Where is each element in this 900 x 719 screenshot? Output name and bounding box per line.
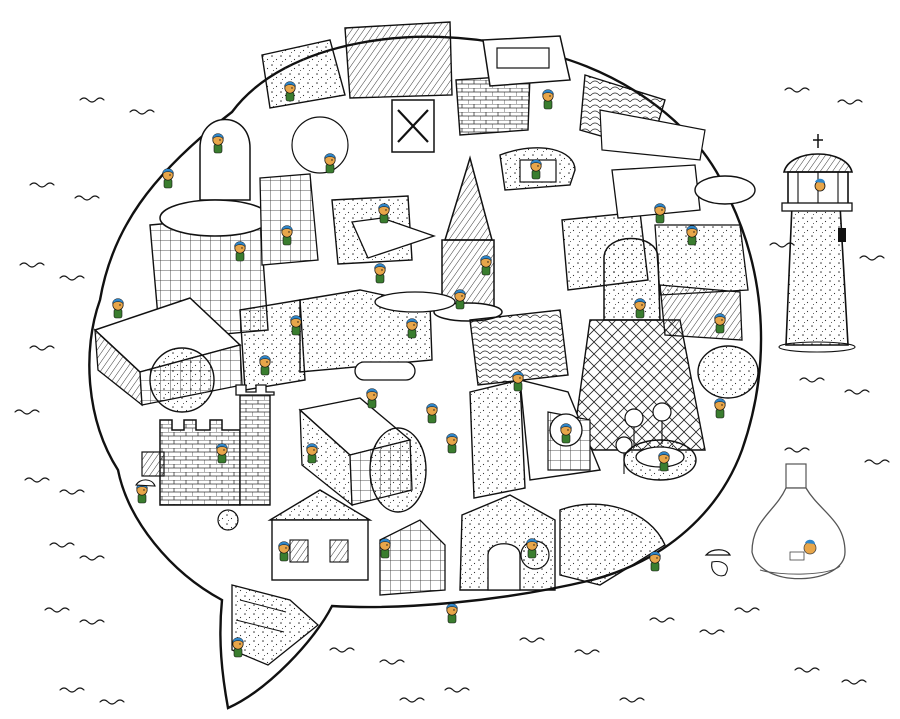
message-bottle: [751, 463, 846, 580]
sea-rock: [135, 479, 732, 577]
wave-mark: [329, 647, 355, 653]
lighthouse: [778, 134, 856, 353]
wave-mark: [79, 619, 105, 625]
wave-mark: [129, 109, 155, 115]
cartoon-character: [374, 263, 386, 284]
wave-mark: [59, 275, 85, 281]
cartoon-character: [290, 315, 302, 336]
wave-mark: [79, 555, 105, 561]
wave-mark: [799, 377, 825, 383]
cartoon-character: [426, 403, 438, 424]
wave-mark: [859, 255, 885, 261]
wave-mark: [699, 629, 725, 635]
wave-mark: [379, 659, 405, 665]
wave-mark: [794, 667, 820, 673]
cartoon-character: [560, 423, 572, 444]
wave-mark: [519, 637, 545, 643]
cartoon-character: [446, 433, 458, 454]
wave-mark: [79, 97, 105, 103]
cartoon-character: [212, 133, 224, 154]
cartoon-character: [654, 203, 666, 224]
wave-mark: [864, 459, 890, 465]
wave-mark: [14, 409, 40, 415]
wave-mark: [399, 697, 425, 703]
wave-mark: [74, 195, 100, 201]
wave-mark: [734, 607, 760, 613]
cartoon-character: [454, 289, 466, 310]
cartoon-character: [446, 603, 458, 624]
cartoon-characters: [112, 81, 726, 658]
wave-mark: [29, 345, 55, 351]
cartoon-character: [234, 241, 246, 262]
wave-mark: [784, 87, 810, 93]
cartoon-character: [366, 388, 378, 409]
cartoon-character: [406, 318, 418, 339]
cartoon-character: [542, 89, 554, 110]
cartoon-character: [324, 153, 336, 174]
wave-mark: [837, 99, 863, 105]
cartoon-character: [686, 225, 698, 246]
cartoon-character: [658, 451, 670, 472]
town-buildings: [93, 21, 759, 666]
wave-mark: [49, 542, 75, 548]
cartoon-character: [281, 225, 293, 246]
wave-mark: [784, 447, 810, 453]
wave-mark: [99, 699, 125, 705]
cartoon-character: [649, 551, 661, 572]
cartoon-character: [306, 443, 318, 464]
cartoon-character: [379, 538, 391, 559]
wave-mark: [844, 389, 870, 395]
wave-mark: [59, 687, 85, 693]
cartoon-character: [216, 443, 228, 464]
cartoon-character: [112, 298, 124, 319]
cartoon-character: [512, 371, 524, 392]
wave-mark: [59, 489, 85, 495]
cartoon-character: [530, 159, 542, 180]
wave-mark: [619, 697, 645, 703]
cartoon-character: [526, 538, 538, 559]
cartoon-character: [136, 483, 148, 504]
cartoon-character: [232, 637, 244, 658]
wave-mark: [29, 182, 55, 188]
cartoon-character: [714, 398, 726, 419]
cartoon-character: [259, 355, 271, 376]
wave-mark: [841, 679, 867, 685]
cartoon-character: [378, 203, 390, 224]
cartoon-character: [284, 81, 296, 102]
cartoon-character: [278, 541, 290, 562]
cartoon-character: [162, 168, 174, 189]
wave-mark: [24, 477, 50, 483]
wave-mark: [574, 649, 600, 655]
wave-mark: [44, 607, 70, 613]
wave-mark: [444, 687, 470, 693]
wave-mark: [19, 262, 45, 268]
wave-marks: [14, 87, 890, 705]
wave-mark: [649, 617, 675, 623]
cartoon-character: [714, 313, 726, 334]
cartoon-character: [634, 298, 646, 319]
cartoon-character: [480, 255, 492, 276]
